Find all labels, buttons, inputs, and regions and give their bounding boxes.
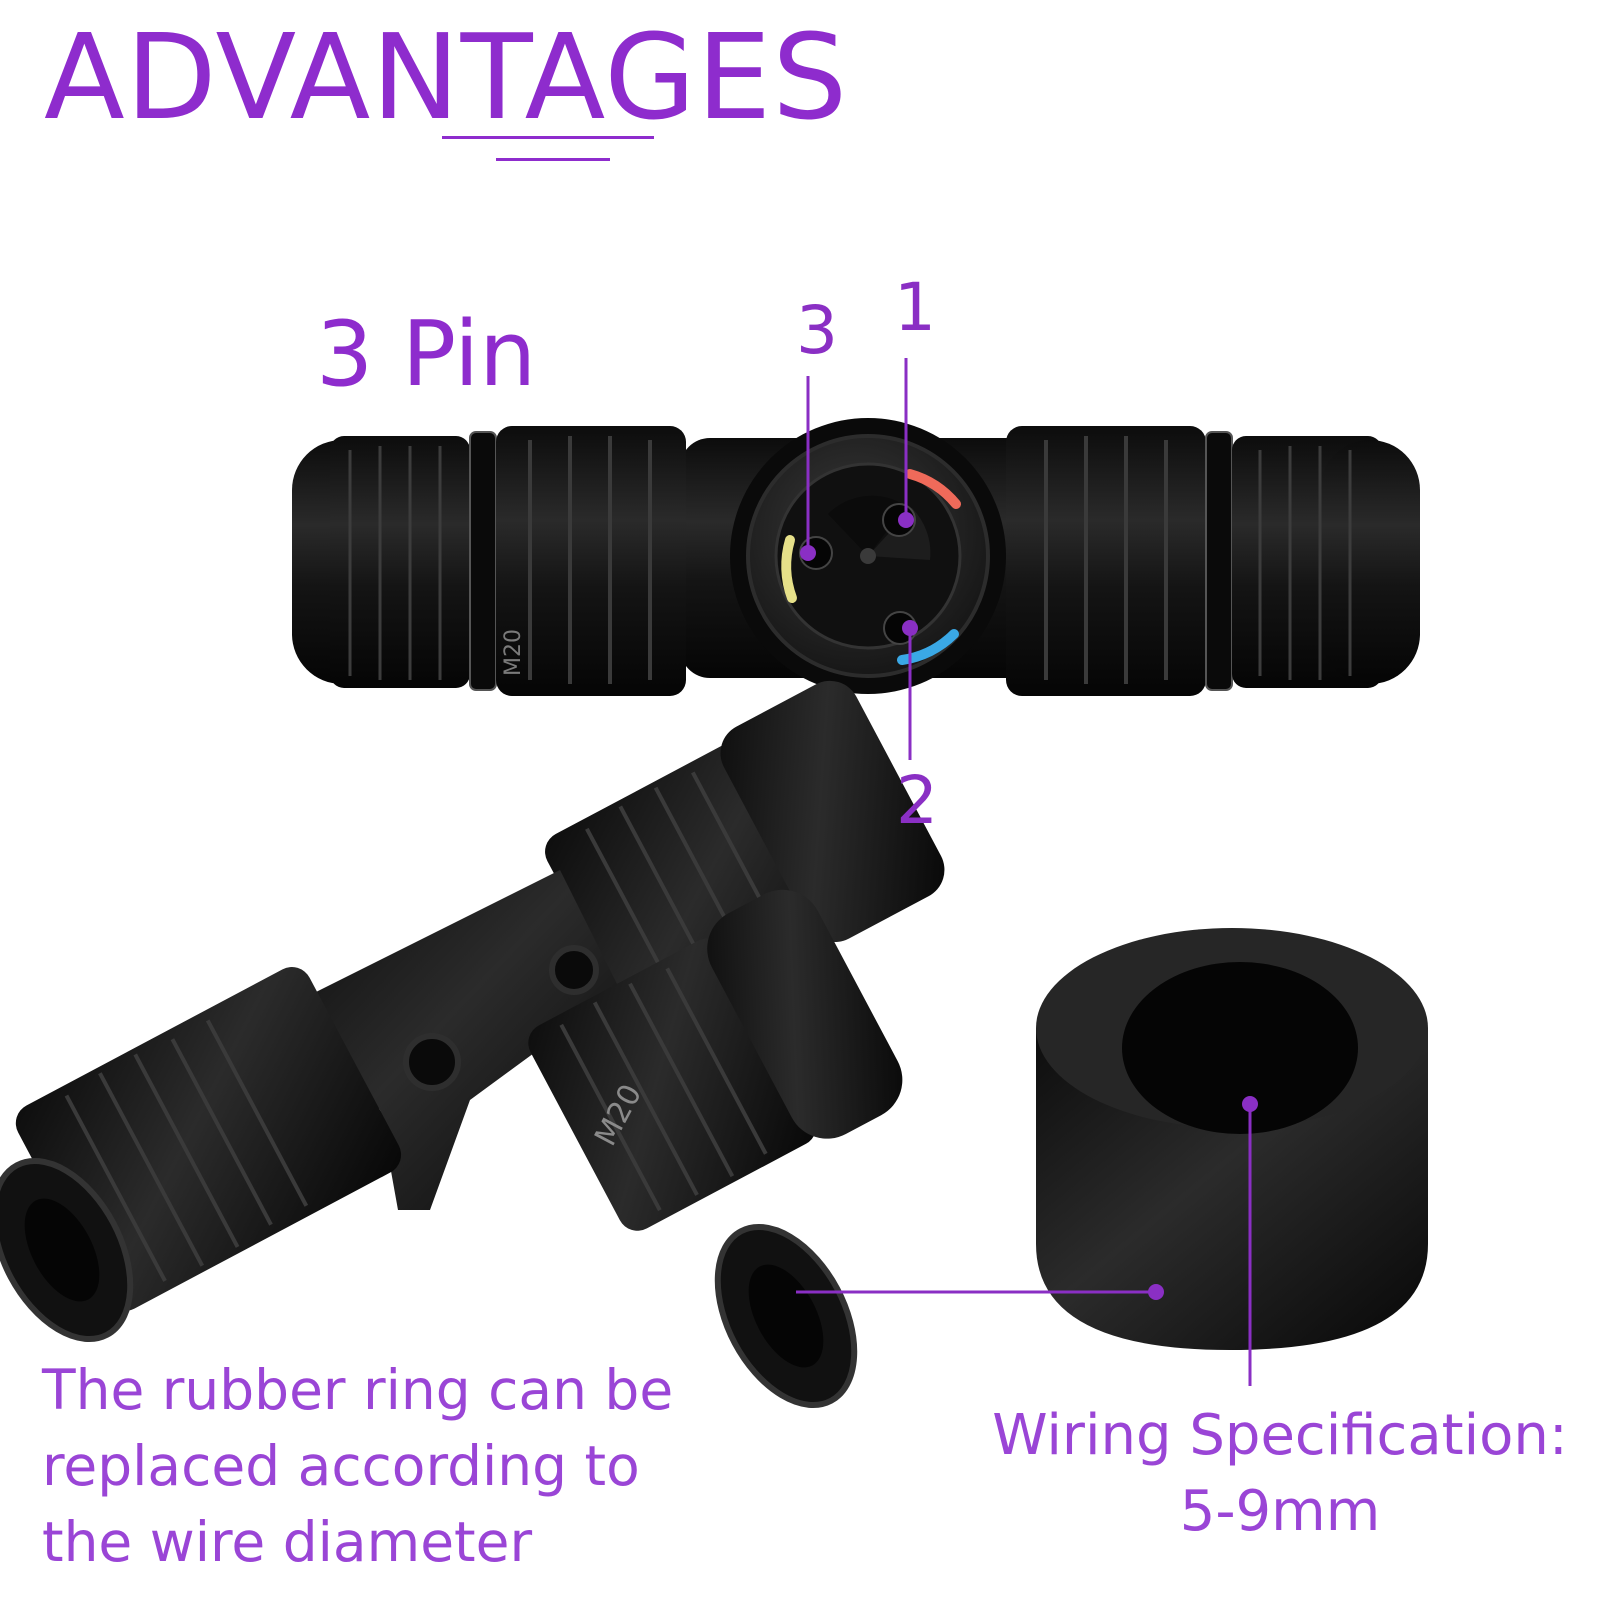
wiring-spec-caption: Wiring Specification: 5-9mm xyxy=(980,1398,1580,1550)
pin-label-1: 1 xyxy=(894,269,936,346)
pin-label-2: 2 xyxy=(896,762,938,839)
title-underline xyxy=(442,136,654,139)
pin-label-3: 3 xyxy=(796,292,838,369)
m20-marking-top: M20 xyxy=(501,629,526,676)
title-underline-short xyxy=(496,158,610,161)
wiring-spec-value: 5-9mm xyxy=(1179,1479,1381,1544)
page-title: ADVANTAGES xyxy=(44,8,849,146)
rubber-ring-caption: The rubber ring can be replaced accordin… xyxy=(42,1358,674,1574)
ring-callouts xyxy=(796,1096,1258,1386)
wiring-spec-label: Wiring Specification: xyxy=(992,1403,1568,1468)
t-connector xyxy=(0,680,945,1409)
pin-callouts xyxy=(800,358,918,760)
rubber-ring xyxy=(1036,928,1428,1350)
top-connector xyxy=(292,418,1420,696)
pin-count-label: 3 Pin xyxy=(316,302,537,407)
